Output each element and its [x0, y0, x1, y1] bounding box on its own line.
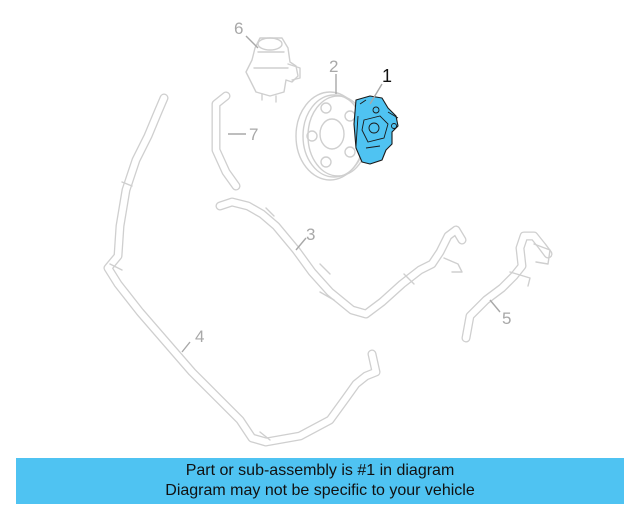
callout-3: 3 [306, 225, 315, 244]
callout-7: 7 [249, 125, 258, 144]
pressure-line-part-3 [215, 197, 467, 319]
footer-notice: Part or sub-assembly is #1 in diagram Di… [16, 458, 624, 504]
hose-part-5 [461, 231, 553, 343]
pump-part-1 [353, 95, 399, 165]
callout-6: 6 [234, 19, 243, 38]
parts-diagram: 6 2 1 7 3 4 5 [103, 19, 553, 447]
callout-4: 4 [195, 327, 204, 346]
footer-line-1: Part or sub-assembly is #1 in diagram [185, 462, 455, 479]
callout-5: 5 [502, 309, 511, 328]
reservoir-part-6 [245, 37, 301, 103]
callout-2: 2 [329, 57, 338, 76]
footer-line-2: Diagram may not be specific to your vehi… [165, 482, 475, 499]
callout-1: 1 [382, 66, 392, 86]
return-line-part-4 [103, 93, 381, 447]
hose-part-7 [211, 91, 241, 191]
